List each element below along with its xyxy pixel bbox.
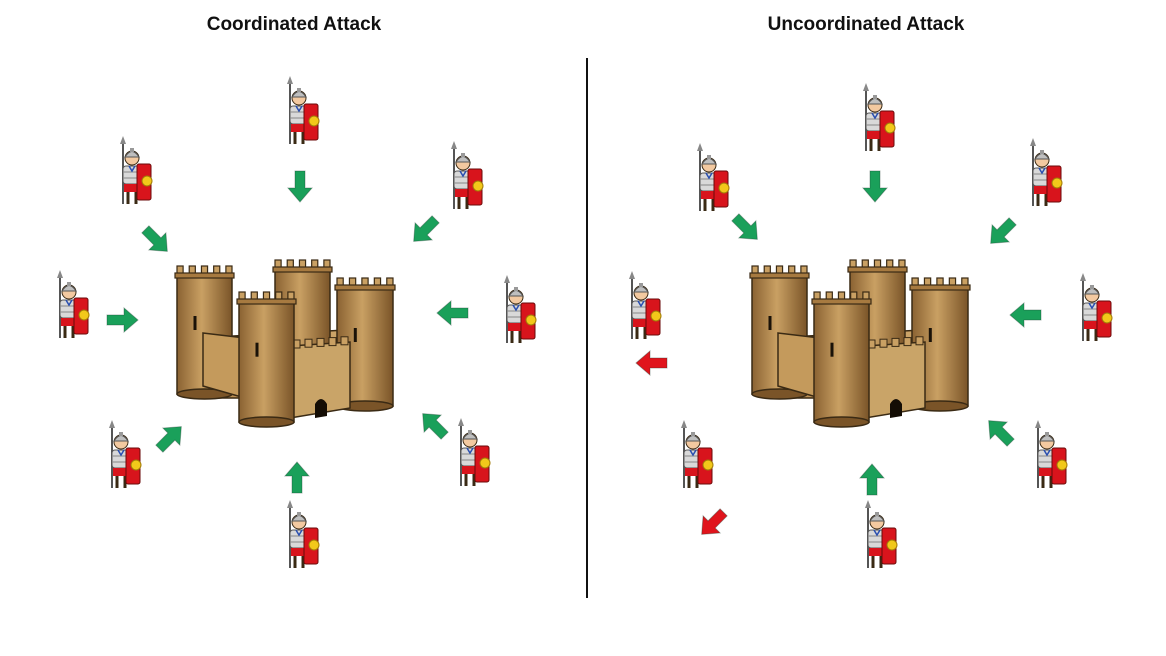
- castle-icon-right: [749, 259, 971, 428]
- arrow-advance-icon: [990, 217, 1017, 244]
- arrow-advance-icon: [436, 299, 469, 327]
- arrow-advance-icon: [286, 170, 314, 203]
- roman-soldier-icon: [1030, 138, 1063, 206]
- uncoordinated-attack-title: Uncoordinated Attack: [767, 14, 965, 35]
- arrow-advance-icon: [283, 461, 311, 494]
- arrow-advance-icon: [422, 413, 449, 440]
- roman-soldier-icon: [120, 136, 153, 204]
- arrow-advance-icon: [988, 420, 1015, 447]
- roman-soldier-icon: [863, 83, 896, 151]
- roman-soldier-icon: [504, 275, 537, 343]
- roman-soldier-icon: [287, 500, 320, 568]
- arrow-retreat-icon: [635, 349, 668, 377]
- roman-soldier-icon: [697, 143, 730, 211]
- arrow-advance-icon: [141, 225, 168, 252]
- roman-soldier-icon: [1080, 273, 1113, 341]
- arrow-advance-icon: [413, 215, 440, 242]
- arrow-advance-icon: [155, 426, 182, 453]
- arrow-advance-icon: [731, 213, 758, 240]
- roman-soldier-icon: [287, 76, 320, 144]
- roman-soldier-icon: [451, 141, 484, 209]
- arrow-advance-icon: [861, 170, 889, 203]
- roman-soldier-icon: [865, 500, 898, 568]
- castle-icon-left: [174, 259, 396, 428]
- arrow-advance-icon: [1009, 301, 1042, 329]
- coordinated-attack-title: Coordinated Attack: [206, 14, 382, 35]
- roman-soldier-icon: [629, 271, 662, 339]
- roman-soldier-icon: [1035, 420, 1068, 488]
- arrow-advance-icon: [106, 306, 139, 334]
- roman-soldier-icon: [458, 418, 491, 486]
- panel-divider: [586, 58, 588, 598]
- roman-soldier-icon: [109, 420, 142, 488]
- roman-soldier-icon: [57, 270, 90, 338]
- roman-soldier-icon: [681, 420, 714, 488]
- arrow-retreat-icon: [701, 508, 728, 535]
- arrow-advance-icon: [858, 463, 886, 496]
